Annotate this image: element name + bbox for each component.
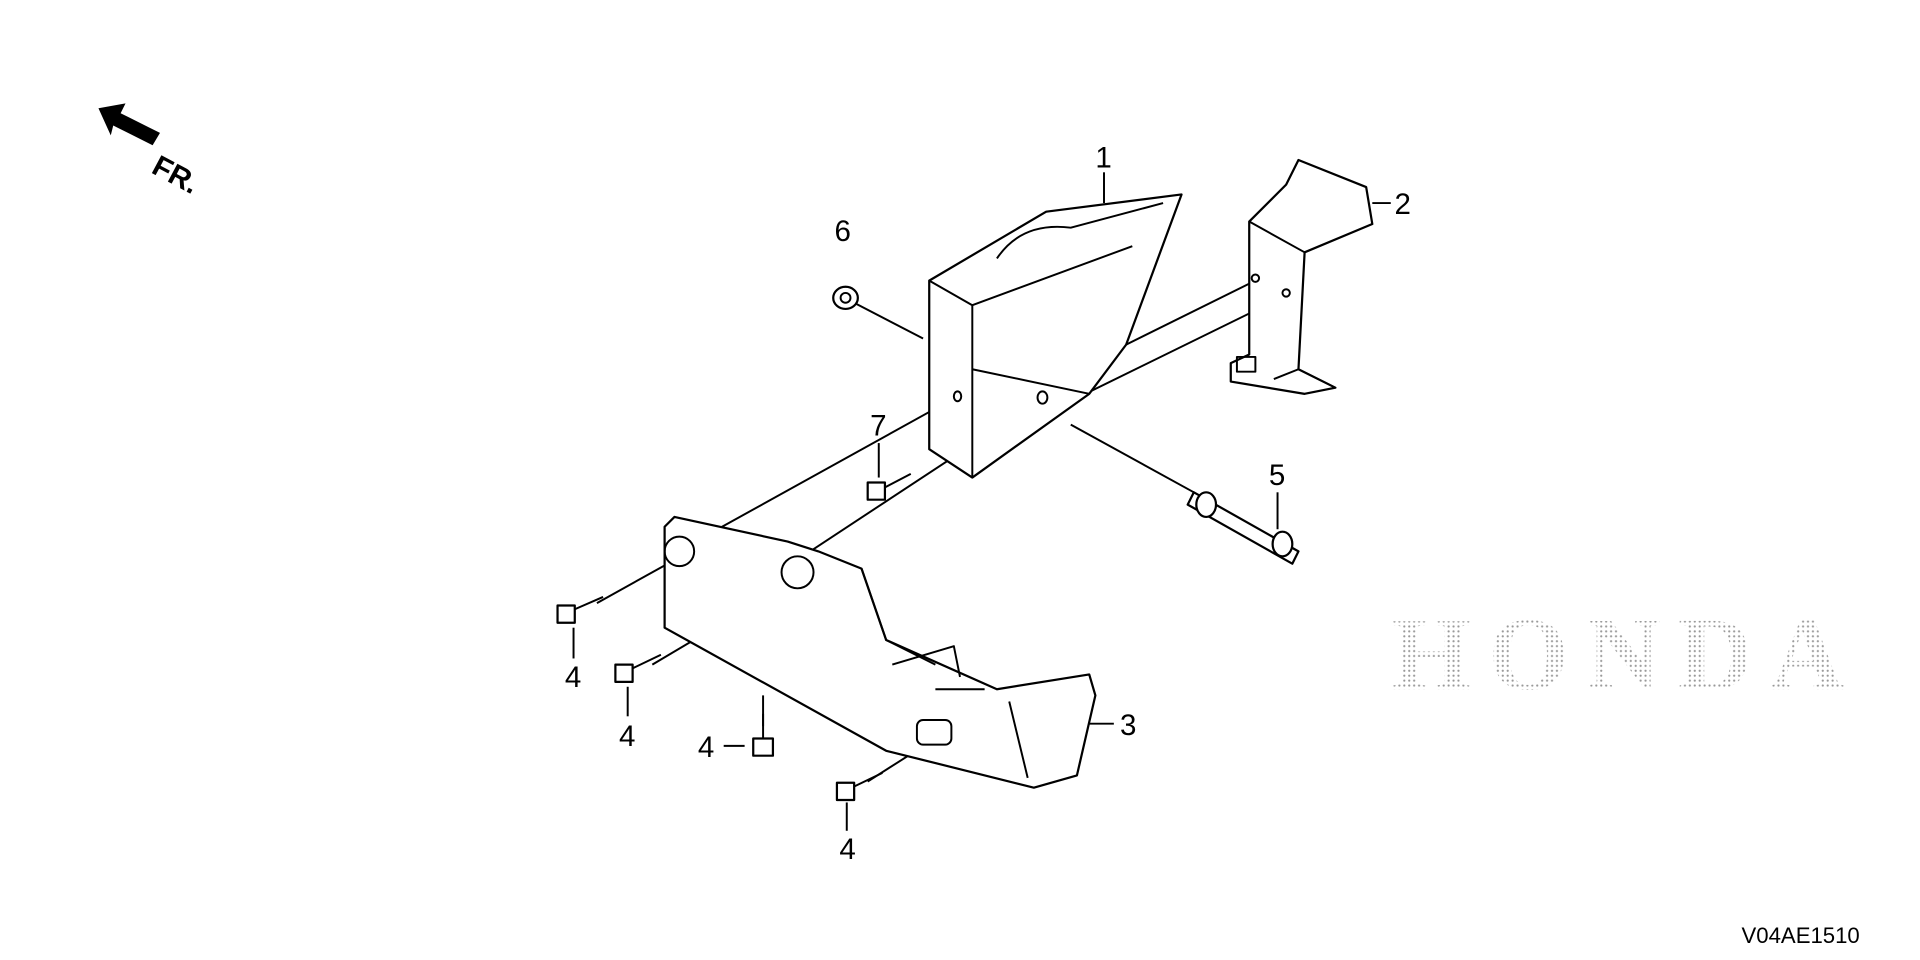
callout-7: 7	[870, 410, 886, 443]
part-3-undercover	[663, 515, 1097, 789]
bolt-7	[866, 472, 912, 501]
front-direction-label: FR.	[147, 149, 204, 200]
bolt-4	[556, 596, 604, 624]
bolt-4	[752, 713, 775, 757]
callout-1: 1	[1095, 141, 1111, 174]
callout-2: 2	[1394, 188, 1410, 221]
part-2-bracket	[1229, 158, 1374, 395]
callout-leaders	[572, 172, 1391, 831]
nut-6	[832, 285, 859, 311]
bolt-4	[835, 772, 883, 802]
callout-5: 5	[1269, 459, 1285, 492]
callout-3: 3	[1120, 709, 1136, 742]
diagram-code: V04AE1510	[1742, 923, 1860, 948]
callout-4: 4	[698, 731, 714, 764]
front-arrow-icon	[98, 103, 160, 146]
honda-watermark: HONDA	[1391, 598, 1862, 712]
bolt-4	[614, 653, 662, 683]
callout-4: 4	[619, 720, 635, 753]
callout-6: 6	[834, 215, 850, 248]
part-1-cover	[928, 193, 1183, 479]
bolt-5	[1186, 491, 1300, 565]
callout-4: 4	[839, 833, 855, 866]
callout-4: 4	[565, 661, 581, 694]
